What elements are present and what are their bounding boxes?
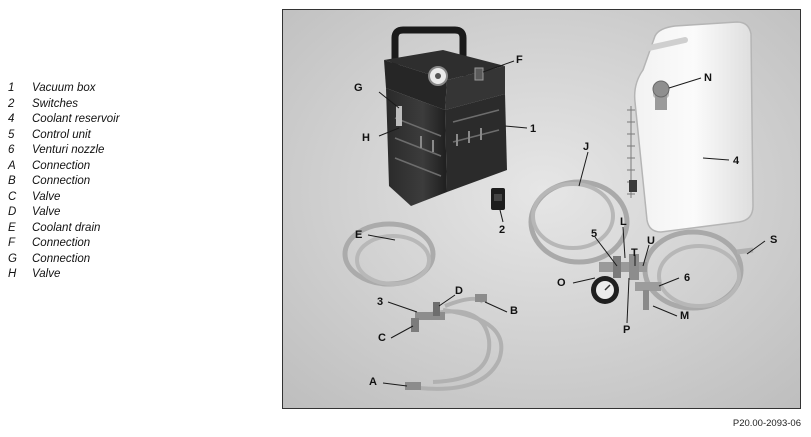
legend-key: F bbox=[8, 237, 16, 249]
legend-item: F Connection bbox=[8, 236, 120, 252]
legend-item: 6 Venturi nozzle bbox=[8, 143, 120, 159]
legend-key: 1 bbox=[8, 82, 15, 94]
callout-l: L bbox=[620, 216, 627, 228]
legend-key: H bbox=[8, 268, 17, 280]
callout-n: N bbox=[704, 72, 712, 84]
control-unit bbox=[591, 254, 647, 304]
vacuum-box bbox=[384, 26, 507, 206]
legend-label: Connection bbox=[32, 175, 91, 187]
hose-j bbox=[528, 179, 630, 265]
legend-label: Valve bbox=[32, 190, 61, 203]
hose-e bbox=[342, 221, 436, 287]
legend-item: H Valve bbox=[8, 267, 120, 283]
valve-assembly bbox=[405, 294, 487, 390]
legend-item: C Valve bbox=[8, 190, 120, 206]
legend-key: 2 bbox=[8, 97, 15, 110]
callout-e: E bbox=[355, 229, 363, 241]
callout-5: 5 bbox=[591, 228, 598, 240]
legend-label: Connection bbox=[32, 237, 91, 249]
callout-t: T bbox=[631, 247, 638, 259]
equipment-photo: F G H 1 2 N 4 J E 5 L T U S O 6 P M 3 D … bbox=[282, 9, 801, 409]
legend-key: 5 bbox=[8, 128, 15, 141]
legend-item: 4 Coolant reservoir bbox=[8, 112, 120, 128]
legend-key: 4 bbox=[8, 113, 15, 125]
callout-6: 6 bbox=[684, 272, 691, 284]
legend-label: Control unit bbox=[32, 128, 91, 141]
venturi-nozzle bbox=[635, 282, 661, 310]
callout-m: M bbox=[680, 310, 690, 322]
legend-label: Switches bbox=[32, 97, 79, 110]
callout-g: G bbox=[354, 82, 363, 94]
leader-lines bbox=[367, 60, 766, 387]
switch-module bbox=[491, 188, 505, 210]
legend-key: A bbox=[8, 159, 16, 172]
legend-label: Connection bbox=[32, 159, 91, 172]
figure-id: P20.00-2093-06 bbox=[732, 418, 801, 429]
legend-item: 1 Vacuum box bbox=[8, 81, 120, 97]
callout-j: J bbox=[583, 141, 590, 153]
callout-s: S bbox=[770, 234, 778, 246]
legend-key: 6 bbox=[8, 144, 15, 156]
legend-key: B bbox=[8, 175, 16, 187]
legend-item: D Valve bbox=[8, 205, 120, 221]
legend-key: D bbox=[8, 206, 17, 218]
callout-o: O bbox=[557, 277, 566, 289]
callout-3: 3 bbox=[377, 296, 384, 308]
equipment-illustration bbox=[283, 10, 800, 408]
legend-item: G Connection bbox=[8, 252, 120, 268]
callout-b: B bbox=[510, 305, 518, 317]
legend-key: G bbox=[8, 252, 17, 265]
callout-c: C bbox=[378, 332, 386, 344]
legend-label: Coolant reservoir bbox=[32, 113, 120, 125]
legend-item: E Coolant drain bbox=[8, 221, 120, 237]
legend-label: Venturi nozzle bbox=[32, 144, 105, 156]
coolant-reservoir bbox=[627, 21, 754, 233]
legend-list: 1 Vacuum box 2 Switches 4 Coolant reservoir… bbox=[8, 81, 120, 283]
callout-1: 1 bbox=[530, 123, 537, 135]
legend-key: C bbox=[8, 190, 17, 203]
legend-label: Valve bbox=[32, 268, 61, 280]
callout-p: P bbox=[623, 324, 631, 336]
legend-item: A Connection bbox=[8, 159, 120, 175]
callout-2: 2 bbox=[499, 224, 506, 236]
legend-label: Coolant drain bbox=[32, 221, 101, 234]
legend-item: B Connection bbox=[8, 174, 120, 190]
callout-f: F bbox=[516, 54, 523, 66]
callout-u: U bbox=[647, 235, 655, 247]
callout-h: H bbox=[362, 132, 370, 144]
legend-item: 2 Switches bbox=[8, 97, 120, 113]
legend-label: Valve bbox=[32, 206, 61, 218]
legend-item: 5 Control unit bbox=[8, 128, 120, 144]
legend-label: Connection bbox=[32, 252, 91, 265]
callout-4: 4 bbox=[733, 155, 740, 167]
legend-label: Vacuum box bbox=[32, 82, 96, 94]
callout-d: D bbox=[455, 285, 463, 297]
callout-a: A bbox=[369, 376, 377, 388]
legend-key: E bbox=[8, 221, 16, 234]
